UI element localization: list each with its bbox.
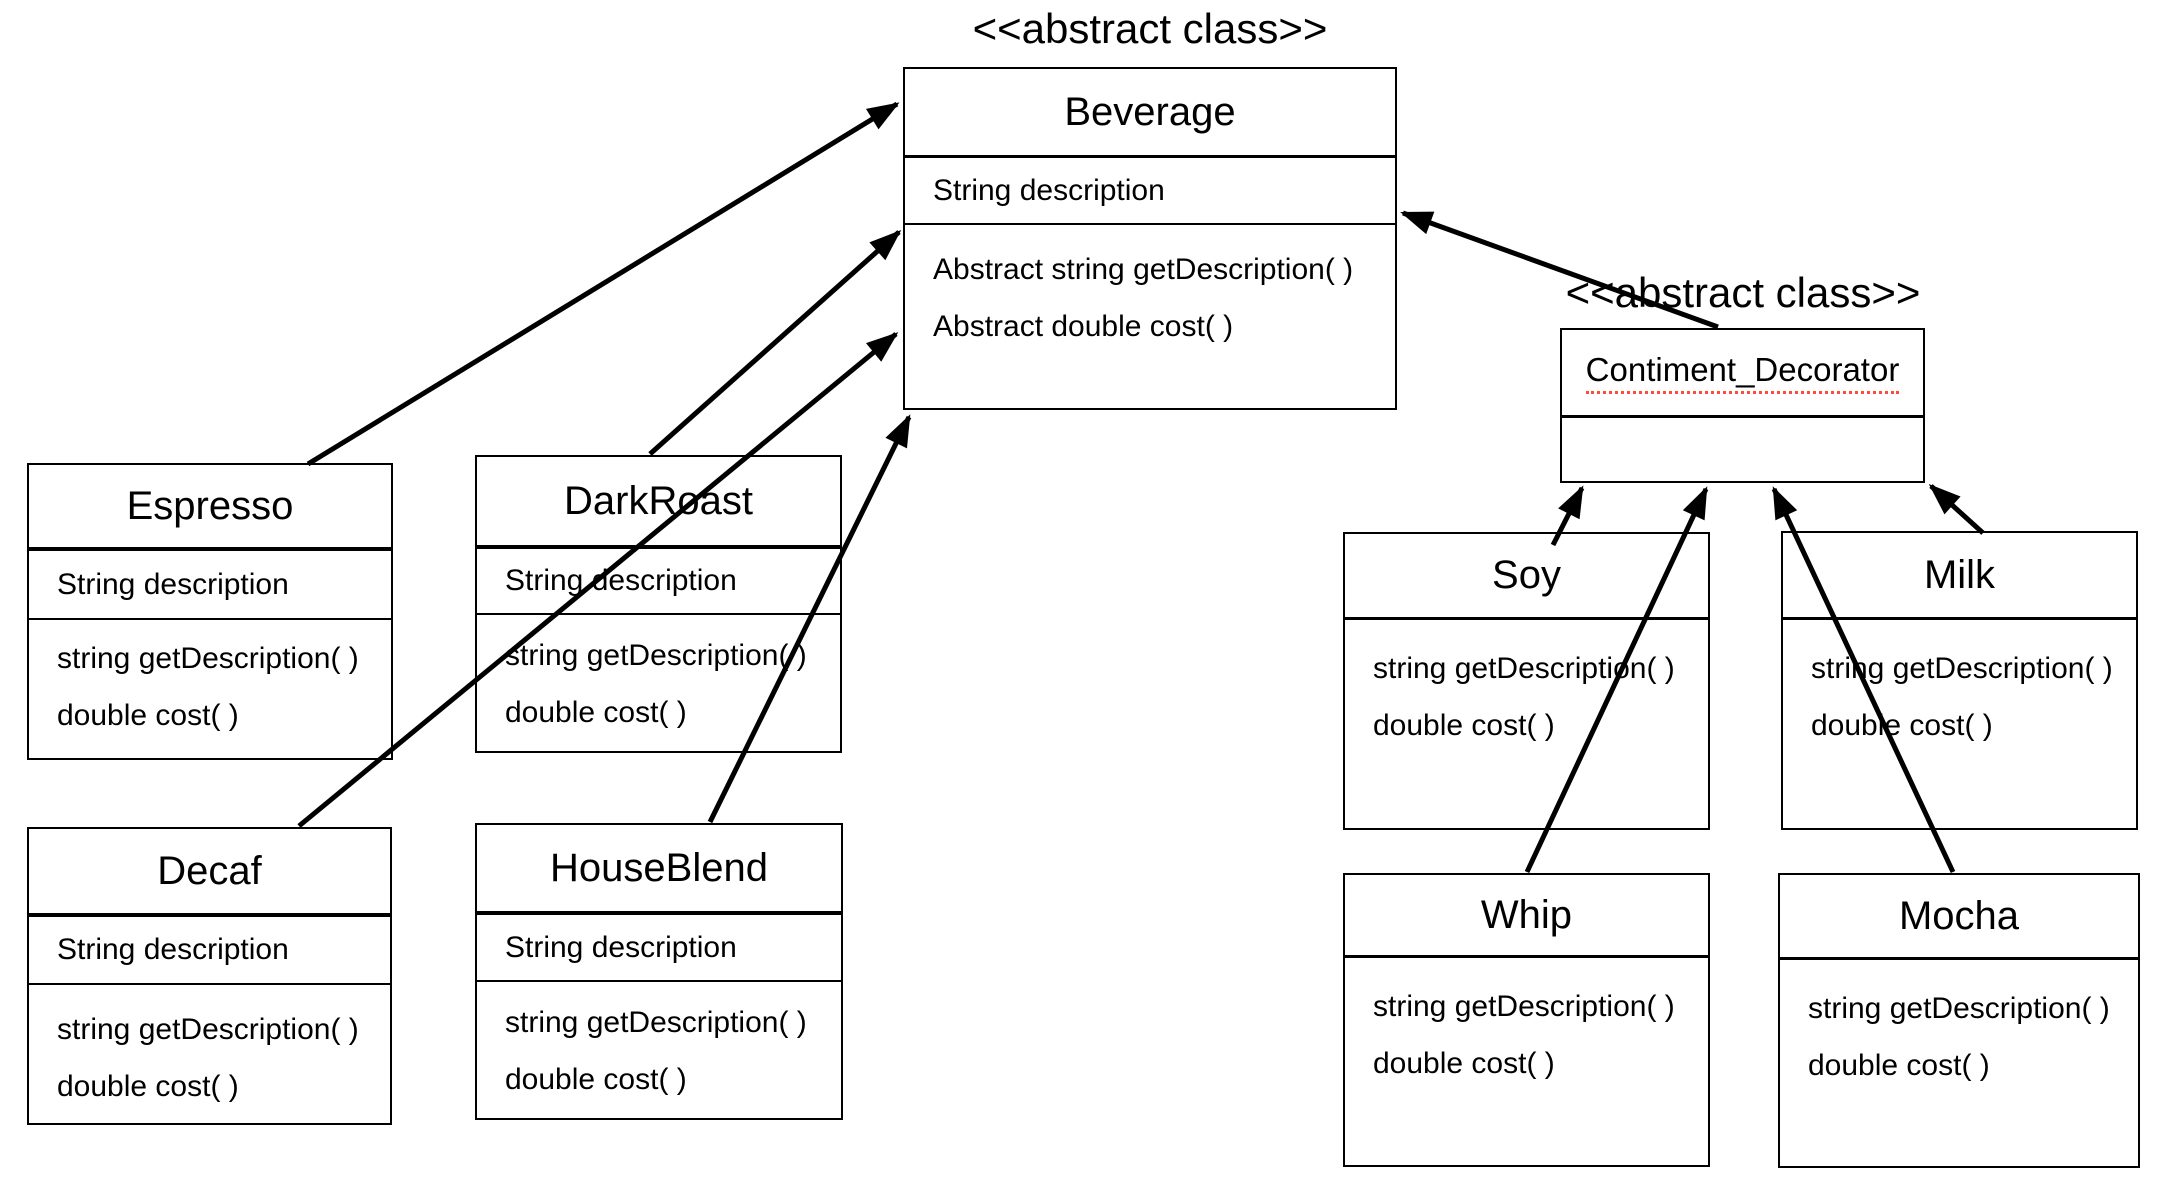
class-box-mocha: Mocha string getDescription( ) double co… — [1778, 873, 2140, 1168]
method: double cost( ) — [57, 698, 239, 732]
attributes-compartment: String description — [477, 911, 841, 980]
methods-compartment: string getDescription( ) double cost( ) — [1780, 957, 2138, 1094]
attribute: String description — [505, 564, 737, 597]
attributes-compartment: String description — [29, 913, 390, 983]
attribute: String description — [57, 567, 289, 601]
class-name-decaf: Decaf — [157, 848, 262, 893]
class-box-decaf: Decaf String description string getDescr… — [27, 827, 392, 1125]
method: Abstract string getDescription( ) — [933, 252, 1354, 286]
class-name-mocha: Mocha — [1898, 893, 2020, 938]
class-name-contiment-decorator: Contiment_Decorator — [1585, 351, 1900, 394]
class-name-beverage: Beverage — [1064, 89, 1236, 134]
class-title: Milk — [1783, 533, 2136, 617]
class-title: DarkRoast — [477, 457, 840, 545]
method: string getDescription( ) — [1811, 651, 2113, 685]
arrow-darkroast-to-beverage — [648, 230, 902, 456]
attribute: String description — [933, 173, 1165, 207]
method: double cost( ) — [1373, 1046, 1555, 1080]
methods-compartment: string getDescription( ) double cost( ) — [1345, 617, 1708, 754]
methods-compartment: string getDescription( ) double cost( ) — [477, 980, 841, 1108]
method: double cost( ) — [505, 695, 687, 729]
class-box-contiment-decorator: Contiment_Decorator — [1560, 328, 1925, 483]
methods-compartment: Abstract string getDescription( ) Abstra… — [905, 223, 1395, 355]
empty-compartment — [1562, 415, 1923, 481]
class-box-houseblend: HouseBlend String description string get… — [475, 823, 843, 1120]
class-name-espresso: Espresso — [126, 483, 294, 528]
class-name-whip: Whip — [1480, 892, 1573, 937]
method: double cost( ) — [1373, 708, 1555, 742]
attributes-compartment: String description — [29, 547, 391, 618]
method: string getDescription( ) — [57, 641, 359, 675]
methods-compartment: string getDescription( ) double cost( ) — [477, 613, 840, 741]
method: double cost( ) — [57, 1069, 239, 1103]
method: double cost( ) — [505, 1062, 687, 1096]
attribute: String description — [505, 930, 737, 964]
class-title: Espresso — [29, 465, 391, 547]
class-name-houseblend: HouseBlend — [550, 845, 768, 890]
class-title: Contiment_Decorator — [1562, 330, 1923, 415]
method: double cost( ) — [1808, 1048, 1990, 1082]
method: double cost( ) — [1811, 708, 1993, 742]
arrow-milk-to-contiment-decorator — [1928, 483, 1985, 535]
methods-compartment: string getDescription( ) double cost( ) — [29, 983, 390, 1115]
methods-compartment: string getDescription( ) double cost( ) — [29, 618, 391, 744]
method: string getDescription( ) — [1373, 651, 1675, 685]
class-box-beverage: Beverage String description Abstract str… — [903, 67, 1397, 410]
class-title: HouseBlend — [477, 825, 841, 911]
class-name-soy: Soy — [1492, 553, 1561, 597]
attributes-compartment: String description — [477, 545, 840, 613]
class-box-darkroast: DarkRoast String description string getD… — [475, 455, 842, 753]
arrow-espresso-to-beverage — [306, 101, 900, 467]
method: string getDescription( ) — [1808, 991, 2110, 1025]
methods-compartment: string getDescription( ) double cost( ) — [1345, 955, 1708, 1092]
class-box-soy: Soy string getDescription( ) double cost… — [1343, 532, 1710, 830]
class-name-milk: Milk — [1923, 552, 1996, 597]
beverage-stereotype-label: <<abstract class>> — [972, 5, 1328, 52]
class-title: Mocha — [1780, 875, 2138, 957]
attributes-compartment: String description — [905, 155, 1395, 223]
method: Abstract double cost( ) — [933, 309, 1234, 343]
class-box-whip: Whip string getDescription( ) double cos… — [1343, 873, 1710, 1167]
class-title: Beverage — [905, 69, 1395, 155]
methods-compartment: string getDescription( ) double cost( ) — [1783, 617, 2136, 754]
method: string getDescription( ) — [1373, 989, 1675, 1023]
method: string getDescription( ) — [505, 1005, 807, 1039]
class-box-espresso: Espresso String description string getDe… — [27, 463, 393, 760]
method: string getDescription( ) — [57, 1012, 359, 1046]
decorator-stereotype-label: <<abstract class>> — [1565, 269, 1921, 316]
attribute: String description — [57, 933, 289, 966]
method: string getDescription( ) — [505, 638, 807, 672]
class-name-darkroast: DarkRoast — [564, 478, 753, 523]
class-title: Decaf — [29, 829, 390, 913]
class-title: Whip — [1345, 875, 1708, 955]
class-box-milk: Milk string getDescription( ) double cos… — [1781, 531, 2138, 830]
class-title: Soy — [1345, 534, 1708, 617]
